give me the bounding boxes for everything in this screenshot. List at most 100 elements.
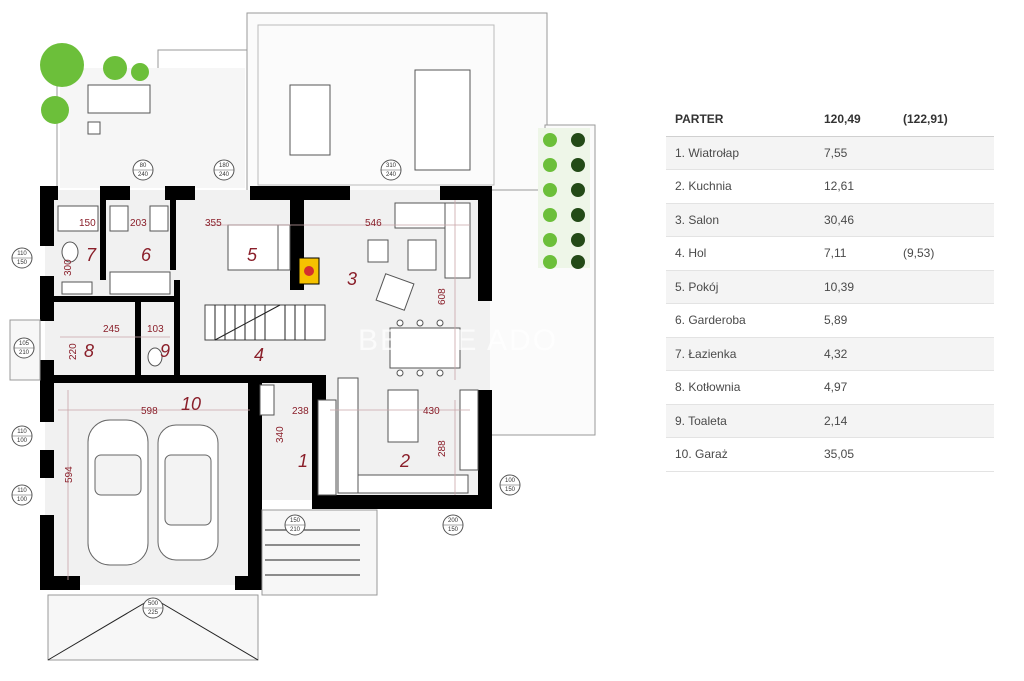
table-row: 2. Kuchnia 12,61 [666,169,994,204]
garage-forecourt [9,319,378,661]
room-number: 5 [247,245,258,265]
floor-label: PARTER [666,103,815,137]
staircase [204,304,326,341]
svg-text:180: 180 [219,163,230,169]
dimension-label: 300 [63,259,74,276]
svg-text:110: 110 [17,488,27,494]
table-row: 1. Wiatrołap 7,55 [666,136,994,170]
dimension-label: 598 [141,406,158,417]
room-area-alt [894,303,994,338]
dimension-label: 150 [79,218,96,229]
window-tag: 180 240 [213,159,235,181]
floor-plan: 1 2 3 4 5 6 7 8 9 10 150 203 355 546 300… [9,12,596,661]
table-row: 9. Toaleta 2,14 [666,404,994,438]
table-row: 5. Pokój 10,39 [666,270,994,304]
room-area: 7,55 [815,136,894,170]
room-number: 8 [84,341,94,361]
room-name: 1. Wiatrołap [666,136,815,170]
dimension-label: 546 [365,218,382,229]
room-number: 7 [86,245,97,265]
watermark: BEDZIE ADO [358,324,558,357]
svg-text:150: 150 [17,260,28,266]
window-tag: 110 100 [11,425,33,447]
svg-text:310: 310 [386,163,397,169]
room-name: 6. Garderoba [666,303,815,338]
room-area-alt [894,404,994,438]
room-number: 1 [298,451,308,471]
dimension-label: 203 [130,218,147,229]
svg-text:240: 240 [386,172,397,178]
table-row: 4. Hol 7,11 (9,53) [666,236,994,271]
room-area: 10,39 [815,270,894,304]
dimension-label: 288 [437,440,448,457]
svg-text:240: 240 [219,172,230,178]
svg-text:80: 80 [140,163,147,169]
room-number: 9 [160,341,170,361]
room-area: 7,11 [815,236,894,271]
svg-text:225: 225 [148,610,159,616]
dimension-label: 355 [205,218,222,229]
window-tag: 150 210 [284,514,306,536]
room-area-alt [894,370,994,405]
window-tag: 500 225 [142,597,164,619]
plant-icon [40,43,590,269]
room-name: 7. Łazienka [666,337,815,371]
table-row: 8. Kotłownia 4,97 [666,370,994,405]
dimension-label: 103 [147,324,164,335]
svg-text:200: 200 [448,518,459,524]
room-area-table: PARTER 120,49 (122,91) 1. Wiatrołap 7,55… [666,103,994,472]
dimension-label: 245 [103,324,120,335]
room-area: 4,32 [815,337,894,371]
room-area: 35,05 [815,437,894,472]
room-area-alt: (9,53) [894,236,994,271]
dimension-label: 220 [68,343,79,360]
room-number: 6 [141,245,152,265]
room-area: 30,46 [815,203,894,237]
room-area-alt [894,437,994,472]
room-area: 12,61 [815,169,894,204]
svg-text:110: 110 [17,429,27,435]
room-area-alt [894,203,994,237]
table-row: 6. Garderoba 5,89 [666,303,994,338]
room-area-alt [894,270,994,304]
window-tag: 105 210 [13,337,35,359]
svg-text:100: 100 [505,478,516,484]
room-name: 3. Salon [666,203,815,237]
room-number: 10 [181,394,201,414]
svg-text:100: 100 [17,497,28,503]
window-tag: 200 150 [442,514,464,536]
room-name: 8. Kotłownia [666,370,815,405]
window-tag: 110 150 [11,247,33,269]
room-number: 4 [254,345,264,365]
room-area-alt [894,136,994,170]
room-area: 5,89 [815,303,894,338]
dimension-label: 340 [275,426,286,443]
dimension-label: 238 [292,406,309,417]
dimension-label: 594 [64,466,75,483]
svg-text:150: 150 [290,518,301,524]
table-row: 7. Łazienka 4,32 [666,337,994,371]
dimension-label: 608 [437,288,448,305]
room-number: 3 [347,269,357,289]
dimension-label: 430 [423,406,440,417]
svg-text:110: 110 [17,251,27,257]
svg-text:240: 240 [138,172,149,178]
total-area-alt: (122,91) [894,103,994,137]
window-tag: 100 150 [499,474,521,496]
svg-text:500: 500 [148,601,159,607]
svg-text:150: 150 [505,487,516,493]
window-tag: 80 240 [132,159,154,181]
svg-text:105: 105 [19,341,30,347]
svg-text:210: 210 [290,527,301,533]
total-area: 120,49 [815,103,894,137]
furniture [57,69,479,496]
dimension-lines [58,200,470,580]
table-row: 10. Garaż 35,05 [666,437,994,472]
room-name: 4. Hol [666,236,815,271]
table-header-row: PARTER 120,49 (122,91) [666,103,994,137]
table-row: 3. Salon 30,46 [666,203,994,237]
svg-text:100: 100 [17,438,28,444]
svg-text:210: 210 [19,350,30,356]
car-icon [87,419,219,566]
svg-text:150: 150 [448,527,459,533]
